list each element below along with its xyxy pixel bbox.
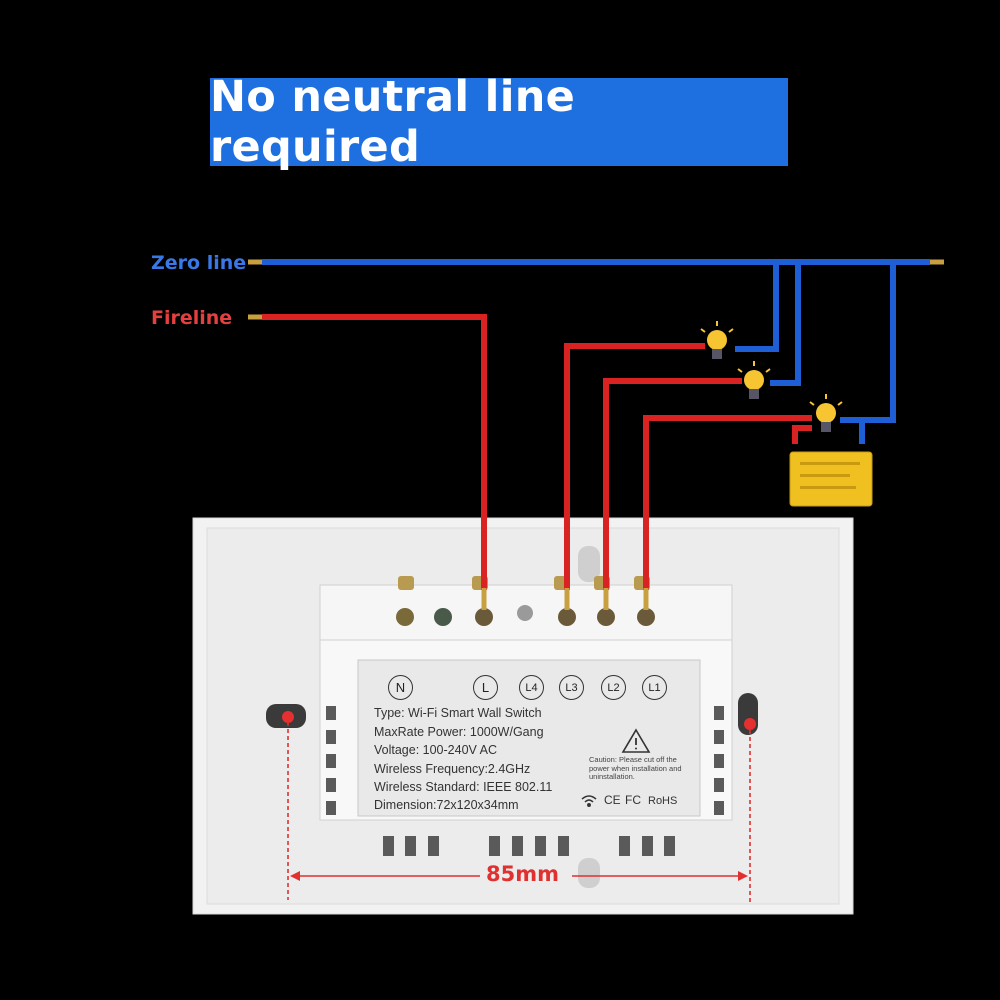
dimension-line [287,722,751,905]
dimension-marker-right [744,718,756,730]
terminal-holes [396,605,655,626]
mount-slot-top [578,546,600,582]
caution-note: Caution: Please cut off the power when i… [589,755,682,782]
spec-frequency: Wireless Frequency:2.4GHz [374,762,531,776]
bulb-icon-l2 [737,361,771,399]
zero-line-label: Zero line [151,252,247,274]
dimension-label: 85mm [486,862,559,886]
capacitor-icon [789,451,873,507]
dimension-arrow-left [290,871,300,881]
fc-mark: FC [625,793,641,807]
terminal-l2: L2 [601,675,626,700]
fire-line-label: Fireline [151,307,233,329]
bulb-icon-l3 [700,321,734,359]
vents-bottom [383,836,675,856]
dimension-marker-left [282,711,294,723]
vents-right [714,706,724,815]
bulb-icon-l1 [809,394,843,432]
ce-mark: CE [604,793,621,807]
vents-left [326,706,336,815]
spec-dimension: Dimension:72x120x34mm [374,798,519,812]
terminal-l4: L4 [519,675,544,700]
title-text: No neutral line required [210,72,576,172]
fire-line-wire [262,314,812,590]
terminal-l3: L3 [559,675,584,700]
mount-slot-bottom [578,858,600,888]
spec-standard: Wireless Standard: IEEE 802.11 [374,780,553,794]
spec-voltage: Voltage: 100-240V AC [374,743,498,757]
warning-icon [621,728,651,753]
terminal-l: L [473,675,498,700]
wire-tips-terminals [481,588,649,610]
title-banner: No neutral line required [210,72,788,172]
wifi-icon [581,795,597,807]
spec-type: Type: Wi-Fi Smart Wall Switch [374,706,542,720]
dimension-arrow-right [738,871,748,881]
zero-line-wire [262,259,930,444]
terminal-n: N [388,675,413,700]
terminal-l1: L1 [642,675,667,700]
spec-power: MaxRate Power: 1000W/Gang [374,725,544,739]
rohs-mark: RoHS [648,795,678,807]
